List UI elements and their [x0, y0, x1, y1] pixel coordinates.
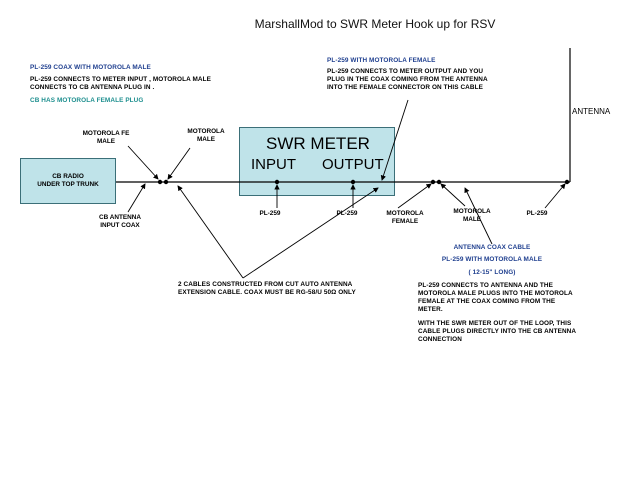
label-pl259-antenna: PL-259	[526, 210, 548, 217]
arrow-pl259-antenna	[544, 183, 566, 209]
arrow-moto-female-right	[397, 183, 432, 209]
antenna-cable-body2: WITH THE SWR METER OUT OF THE LOOP, THIS…	[418, 320, 576, 343]
cb-radio-line2: UNDER TOP TRUNK	[37, 181, 99, 188]
antenna-cable-sub: PL-259 WITH MOTOROLA MALE	[441, 256, 543, 263]
label-pl259-output: PL-259	[336, 210, 358, 217]
swr-output-label: OUTPUT	[322, 156, 384, 173]
label-pl259-input: PL-259	[259, 210, 281, 217]
connector-right-female	[430, 179, 436, 185]
arrow-cable-note-right	[242, 187, 379, 279]
cb-radio-line1: CB RADIO	[52, 173, 84, 180]
connector-antenna	[564, 179, 570, 185]
left-note-body: PL-259 CONNECTS TO METER INPUT , MOTOROL…	[30, 76, 211, 91]
antenna-cable-length: ( 12-15" LONG)	[468, 269, 516, 276]
antenna-cable-heading: ANTENNA COAX CABLE	[453, 244, 531, 251]
arrow-moto-male-left	[167, 147, 191, 180]
label-moto-male-right: MOTOROLA MALE	[453, 208, 491, 223]
connector-left-male	[163, 179, 169, 185]
arrow-cable-note-left	[177, 185, 244, 279]
cb-radio-box: CB RADIO UNDER TOP TRUNK	[20, 158, 116, 204]
connector-right-male	[436, 179, 442, 185]
diagram-title: MarshallMod to SWR Meter Hook up for RSV	[254, 17, 496, 31]
swr-meter-title: SWR METER	[266, 134, 370, 153]
label-cb-antenna-coax: CB ANTENNA INPUT COAX	[98, 214, 141, 229]
connector-left-female	[157, 179, 163, 185]
label-moto-female-left: MOTOROLA FE MALE	[82, 130, 130, 145]
arrow-antenna-cable	[464, 187, 493, 245]
label-moto-female-right: MOTOROLA FEMALE	[386, 210, 424, 225]
arrow-moto-female-left	[127, 145, 159, 180]
connector-output	[350, 179, 356, 185]
top-note-heading: PL-259 WITH MOTOROLA FEMALE	[327, 57, 436, 64]
top-note-body: PL-259 CONNECTS TO METER OUTPUT AND YOU …	[327, 68, 488, 91]
label-moto-male-left: MOTOROLA MALE	[187, 128, 225, 143]
swr-meter-box: SWR METER INPUT OUTPUT	[239, 127, 395, 196]
arrow-cb-coax	[127, 183, 146, 213]
swr-input-label: INPUT	[251, 156, 296, 173]
arrow-moto-male-right	[440, 183, 466, 207]
left-note-cb: CB HAS MOTOROLA FEMALE PLUG	[30, 97, 144, 104]
arrow-top-note	[380, 99, 409, 181]
antenna-cable-body1: PL-259 CONNECTS TO ANTENNA AND THE MOTOR…	[418, 282, 573, 313]
cable-construction-note: 2 CABLES CONSTRUCTED FROM CUT AUTO ANTEN…	[178, 281, 356, 296]
connector-input	[274, 179, 280, 185]
left-note-heading: PL-259 COAX WITH MOTOROLA MALE	[30, 64, 151, 71]
label-antenna: ANTENNA	[572, 107, 611, 116]
